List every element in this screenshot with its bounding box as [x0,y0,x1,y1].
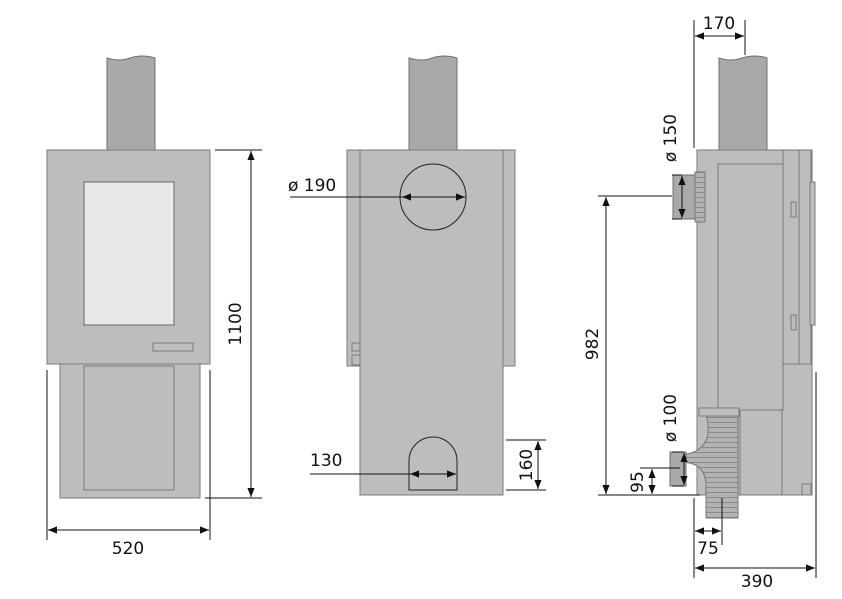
side-hinge-bottom [790,314,797,331]
side-flue-pipe [718,55,768,153]
side-view: 170 ø 150 982 ø 100 95 75 390 [583,14,817,592]
side-bottom-depth-label: 75 [697,539,719,559]
side-bottom-offset-label: 95 [628,471,648,493]
side-door-glass-edge [809,181,816,326]
back-bottom-opening [408,436,458,491]
side-top-flue-label: ø 150 [661,114,681,162]
back-flue-pipe [408,55,458,151]
back-bottom-height-label: 160 [517,449,537,481]
front-flue-pipe [106,55,156,151]
side-depth-top-label: 170 [703,14,735,34]
front-control-slot [152,342,194,352]
side-door-frame [782,149,800,365]
back-view: ø 190 130 160 [288,55,546,496]
side-bottom-elbow-collar [698,407,740,417]
side-total-depth-label: 390 [741,572,773,592]
back-bottom-opening-label: 130 [310,451,342,471]
front-base-panel [83,365,175,491]
side-bottom-elbow [679,413,739,519]
back-left-flange [346,149,361,367]
front-glass-door [83,181,175,326]
back-bracket-bottom [351,354,361,366]
front-width-label: 520 [112,539,144,559]
side-hinge-top [790,201,797,218]
side-top-connector-collar [694,171,706,223]
side-door-front [798,149,812,365]
front-height-label: 1100 [226,302,246,345]
side-base-foot [801,483,812,496]
back-bracket-top [351,342,361,352]
side-lower-casing [739,409,783,496]
front-view: 520 1100 [46,55,262,559]
side-bottom-flue-label: ø 100 [661,394,681,442]
back-top-diameter-label: ø 190 [288,176,336,196]
back-right-flange [502,149,516,367]
side-flue-height-label: 982 [583,328,603,360]
side-inner-casing [717,163,784,411]
side-top-connector [672,174,696,220]
